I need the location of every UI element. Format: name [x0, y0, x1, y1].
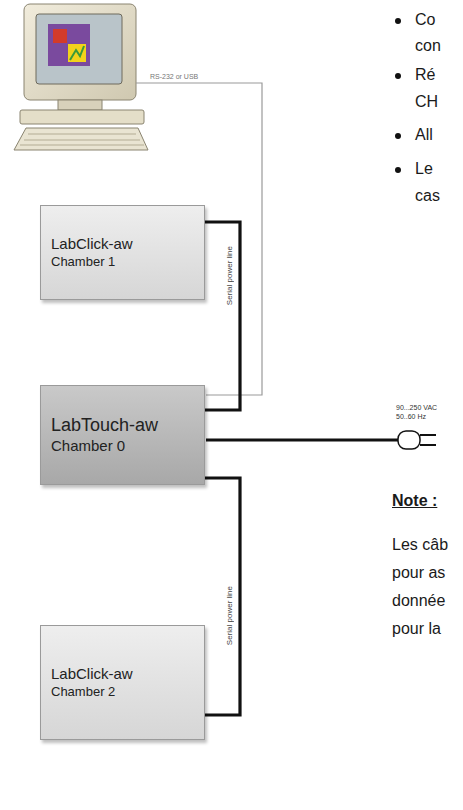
bullet [395, 133, 401, 139]
screen-icon [48, 24, 90, 66]
serial-power-line [205, 222, 240, 410]
chamber-box: LabClick-awChamber 2 [40, 625, 205, 740]
chamber-number: Chamber 2 [51, 684, 115, 700]
monitor-screen [36, 14, 122, 84]
text-fragment: cas [415, 187, 440, 205]
text-fragment: donnée [392, 592, 445, 610]
frequency-label: 50..60 Hz [396, 413, 426, 421]
note-heading: Note : [392, 492, 437, 510]
bullet [395, 167, 401, 173]
chamber-box: LabTouch-awChamber 0 [40, 385, 205, 485]
bullet [395, 73, 401, 79]
keyboard [14, 128, 148, 150]
screen-icon [53, 29, 67, 43]
bullet [395, 18, 401, 24]
voltage-label: 90...250 VAC [396, 404, 437, 412]
text-fragment: pour la [392, 620, 441, 638]
chamber-box: LabClick-awChamber 1 [40, 205, 205, 300]
interface-label: RS-232 or USB [150, 73, 198, 81]
computer-base [20, 110, 144, 124]
text-fragment: Co [415, 11, 435, 29]
text-fragment: Ré [415, 66, 435, 84]
screen-icon [70, 46, 84, 60]
text-fragment: CH [415, 93, 438, 111]
text-fragment: All [415, 126, 433, 144]
edge-label: Serial power line [226, 245, 234, 306]
device-name: LabTouch-aw [51, 414, 158, 437]
power-plug [398, 431, 420, 449]
computer-icon [14, 4, 148, 150]
edge-label: Serial power line [226, 585, 234, 646]
device-name: LabClick-aw [51, 665, 133, 684]
keyboard-keys [20, 134, 144, 145]
chamber-number: Chamber 1 [51, 254, 115, 270]
monitor-stand [58, 100, 102, 110]
text-fragment: pour as [392, 564, 445, 582]
serial-power-line [205, 478, 240, 715]
plug-prongs [420, 435, 436, 445]
device-name: LabClick-aw [51, 235, 133, 254]
monitor [24, 4, 136, 100]
text-fragment: Les câb [392, 536, 448, 554]
screen-icon [68, 44, 86, 62]
chamber-number: Chamber 0 [51, 437, 125, 456]
text-fragment: con [415, 37, 441, 55]
text-fragment: Le [415, 160, 433, 178]
power-cord [206, 439, 398, 442]
